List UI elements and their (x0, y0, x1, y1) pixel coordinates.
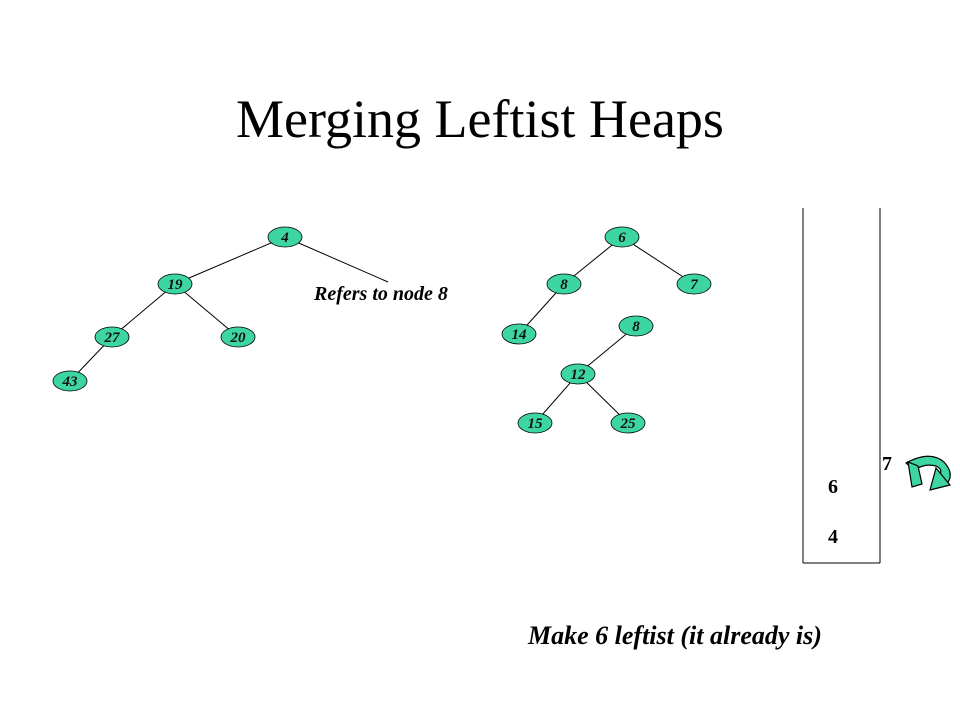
node-ellipse (560, 363, 596, 385)
tree-edge (174, 236, 286, 285)
tree-edge (621, 236, 695, 285)
dangling-edge-to-node-8 (284, 236, 389, 283)
node-ellipse (604, 226, 640, 248)
heap-node: 27 (94, 326, 130, 348)
node-label: 27 (104, 330, 121, 346)
node-label: 43 (62, 374, 79, 390)
node-label: 25 (620, 416, 637, 432)
heap-node: 12 (560, 363, 596, 385)
node-ellipse (220, 326, 256, 348)
node-label: 20 (230, 330, 247, 346)
node-ellipse (52, 370, 88, 392)
node-ellipse (157, 273, 193, 295)
node-label: 12 (571, 367, 587, 383)
node-ellipse (94, 326, 130, 348)
node-label: 8 (632, 319, 640, 335)
tree-edge (174, 283, 239, 338)
heap-node: 6 (604, 226, 640, 248)
heap-node: 15 (517, 412, 553, 434)
recursion-stack: 6 4 7 (802, 208, 892, 564)
node-ellipse (267, 226, 303, 248)
node-label: 7 (690, 277, 698, 293)
heap-node: 43 (52, 370, 88, 392)
heap-node: 8 (618, 315, 654, 337)
node-label: 19 (168, 277, 184, 293)
heap-node: 25 (610, 412, 646, 434)
tree-edge (111, 283, 176, 338)
refers-annotation: Refers to node 8 (313, 283, 448, 305)
stack-item-bottom: 4 (828, 526, 838, 548)
slide-title: Merging Leftist Heaps (236, 89, 724, 149)
edges-layer (69, 236, 695, 424)
heap-node: 8 (546, 273, 582, 295)
nodes-layer: 4 19 27 20 43 6 8 7 14 8 12 15 25 (52, 226, 712, 434)
node-ellipse (610, 412, 646, 434)
heap-node: 7 (676, 273, 712, 295)
heap-node: 19 (157, 273, 193, 295)
stack-item-top: 6 (828, 476, 838, 498)
node-label: 8 (560, 277, 568, 293)
node-label: 15 (528, 416, 544, 432)
heap-node: 4 (267, 226, 303, 248)
node-ellipse (676, 273, 712, 295)
heap-node: 14 (501, 323, 537, 345)
stack-outside-label: 7 (882, 453, 892, 475)
node-ellipse (517, 412, 553, 434)
node-ellipse (501, 323, 537, 345)
node-ellipse (546, 273, 582, 295)
node-ellipse (618, 315, 654, 337)
node-label: 14 (512, 327, 528, 343)
node-label: 6 (618, 230, 626, 246)
heap-node: 20 (220, 326, 256, 348)
node-label: 4 (280, 230, 289, 246)
return-arrow-icon (904, 455, 952, 491)
caption: Make 6 leftist (it already is) (527, 621, 822, 650)
